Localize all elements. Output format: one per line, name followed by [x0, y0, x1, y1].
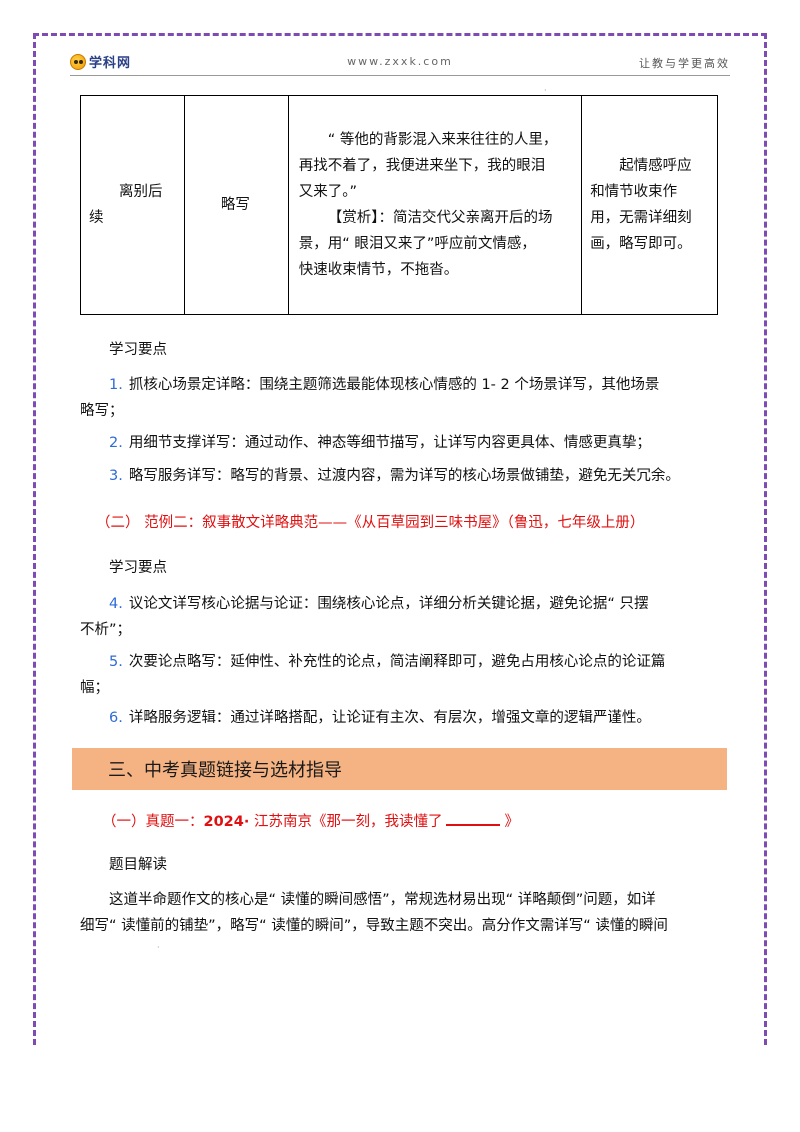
- quote-line: “ 等他的背影混入来来往往的人里，: [327, 132, 558, 148]
- table-cell-scene: 离别后 续: [80, 95, 185, 315]
- list-item: 1. 抓核心场景定详略：围绕主题筛选最能体现核心情感的 1- 2 个场景详写，其他…: [80, 372, 730, 424]
- list-text: 幅；: [80, 680, 109, 696]
- function-line: 起情感呼应: [619, 158, 692, 174]
- reading-heading: 题目解读: [109, 857, 167, 873]
- function-line: 画，略写即可。: [590, 236, 692, 252]
- analysis-line: 【赏析】：简洁交代父亲离开后的场: [299, 205, 573, 231]
- exam-year: 2024·: [203, 814, 250, 830]
- list-number: 5.: [109, 654, 123, 670]
- reading-paragraph-line: 细写“ 读懂前的铺垫”，略写“ 读懂的瞬间”，导致主题不突出。高分作文需详写“ …: [80, 918, 668, 934]
- function-line: 用，无需详细刻: [590, 210, 692, 226]
- list-text: 次要论点略写：延伸性、补充性的论点，简洁阐释即可，避免占用核心论点的论证篇: [128, 654, 666, 670]
- table-cell-function: 起情感呼应 和情节收束作 用，无需详细刻 画，略写即可。: [581, 95, 718, 315]
- logo-mascot-icon: [70, 53, 86, 70]
- table-cell-treatment: 略写: [183, 95, 289, 315]
- list-text: 议论文详写核心论据与论证：围绕核心论点，详细分析关键论据，避免论据“ 只摆: [128, 596, 649, 612]
- function-line: 和情节收束作: [590, 184, 678, 200]
- list-number: 3.: [109, 468, 123, 484]
- list-number: 2.: [109, 435, 123, 451]
- list-text: 用细节支撑详写：通过动作、神态等细节描写，让详写内容更具体、情感更真挚；: [128, 435, 651, 451]
- exam-one-heading: （一）真题一：2024· 江苏南京《那一刻，我读懂了 》: [102, 809, 752, 835]
- site-slogan: 让教与学更高效: [639, 57, 730, 70]
- section-three-title: 三、中考真题链接与选材指导: [108, 760, 342, 781]
- list-text: 抓核心场景定详略：围绕主题筛选最能体现核心情感的 1- 2 个场景详写，其他场景: [128, 377, 660, 393]
- exam-suffix: 》: [504, 814, 519, 830]
- stray-dot: ·: [544, 86, 547, 95]
- exam-title: 江苏南京《那一刻，我读懂了: [249, 814, 443, 830]
- table-cell-excerpt: “ 等他的背影混入来来往往的人里， 再找不着了，我便进来坐下，我的眼泪 又来了。…: [287, 95, 583, 315]
- logo-text: 学科网: [89, 56, 132, 71]
- list-number: 1.: [109, 377, 123, 393]
- analysis-line: 景，用“ 眼泪又来了”呼应前文情感，: [298, 236, 536, 252]
- table-row: 离别后 续 略写 “ 等他的背影混入来来往往的人里， 再找不着了，我便进来坐下，…: [80, 95, 718, 315]
- list-item: 4.议论文详写核心论据与论证：围绕核心论点，详细分析关键论据，避免论据“ 只摆 …: [80, 591, 730, 643]
- list-number: 4.: [109, 596, 123, 612]
- quote-line: 再找不着了，我便进来坐下，我的眼泪: [298, 158, 546, 174]
- list-number: 6.: [109, 710, 123, 726]
- list-item: 5.次要论点略写：延伸性、补充性的论点，简洁阐释即可，避免占用核心论点的论证篇 …: [80, 649, 730, 701]
- page-header: 学科网 www.zxxk.com 让教与学更高效: [70, 52, 730, 72]
- analysis-label: 【赏析】：: [327, 210, 393, 226]
- exam-prefix: （一）真题一：: [102, 814, 204, 830]
- analysis-text: 简洁交代父亲离开后的场: [392, 210, 553, 226]
- learning-points-heading: 学习要点: [109, 342, 167, 358]
- example-two-heading: （二） 范例二：叙事散文详略典范——《从百草园到三味书屋》（鲁迅，七年级上册）: [96, 515, 645, 531]
- fill-in-blank: [446, 810, 501, 826]
- scene-line: 续: [89, 210, 104, 226]
- learning-points-heading: 学习要点: [109, 560, 167, 576]
- list-text: 略写服务详写：略写的背景、过渡内容，需为详写的核心场景做铺垫，避免无关冗余。: [128, 468, 680, 484]
- list-item: 6. 详略服务逻辑：通过详略搭配，让论证有主次、有层次，增强文章的逻辑严谨性。: [80, 705, 730, 731]
- list-item: 3. 略写服务详写：略写的背景、过渡内容，需为详写的核心场景做铺垫，避免无关冗余。: [80, 463, 730, 489]
- site-logo[interactable]: 学科网: [70, 52, 131, 71]
- list-text: 略写；: [80, 403, 124, 419]
- quote-line: 又来了。”: [298, 184, 357, 200]
- list-text: 不析”；: [80, 622, 132, 638]
- header-divider: [70, 75, 730, 76]
- page-border: [33, 33, 767, 1045]
- analysis-line: 快速收束情节，不拖沓。: [298, 262, 459, 278]
- scene-line: 离别后: [119, 184, 163, 200]
- site-url: www.zxxk.com: [347, 55, 453, 68]
- reading-paragraph-line: 这道半命题作文的核心是“ 读懂的瞬间感悟”，常规选材易出现“ 详略颠倒”问题，如…: [109, 892, 656, 908]
- stray-dot: ·: [157, 943, 160, 952]
- section-three-banner: 三、中考真题链接与选材指导: [72, 748, 727, 790]
- list-item: 2. 用细节支撑详写：通过动作、神态等细节描写，让详写内容更具体、情感更真挚；: [80, 430, 730, 456]
- detail-table: 离别后 续 略写 “ 等他的背影混入来来往往的人里， 再找不着了，我便进来坐下，…: [80, 95, 718, 315]
- list-text: 详略服务逻辑：通过详略搭配，让论证有主次、有层次，增强文章的逻辑严谨性。: [128, 710, 651, 726]
